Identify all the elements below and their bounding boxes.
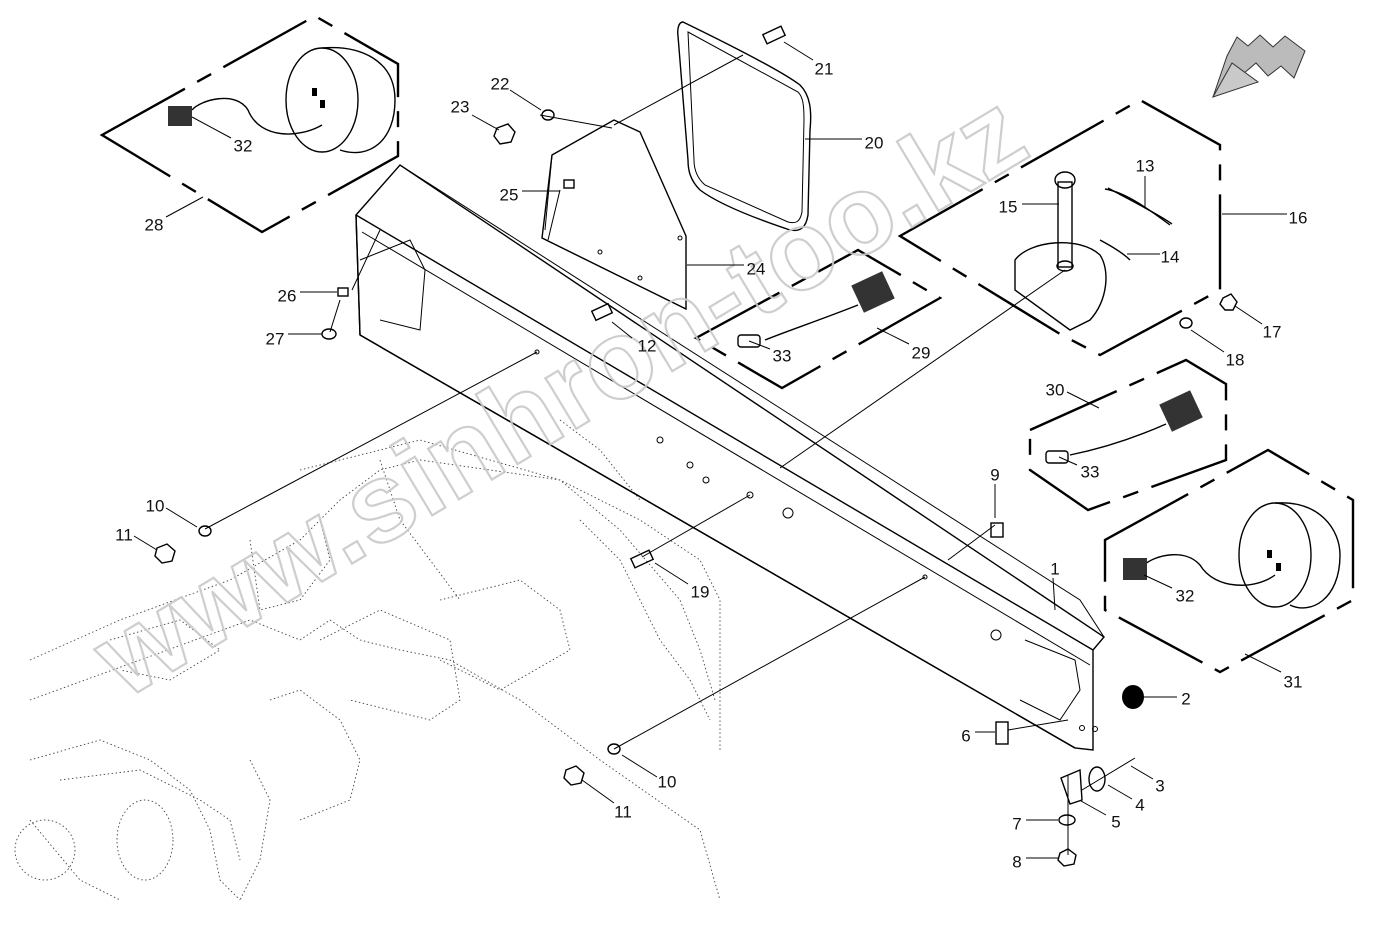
callout-label-c16: 16	[1289, 208, 1308, 227]
callout-label-c15: 15	[999, 197, 1018, 216]
callout-label-c9: 9	[990, 465, 999, 484]
callout-label-c27: 27	[266, 329, 285, 348]
round-lamp-icon	[168, 46, 396, 154]
machine-frame-background	[14, 419, 721, 901]
callout-label-c18: 18	[1226, 350, 1245, 369]
callout-leader-c28	[165, 196, 204, 218]
callout-leader-c11a	[133, 535, 158, 551]
callout-label-c21: 21	[815, 59, 834, 78]
callout-label-c28: 28	[145, 215, 164, 234]
watermark-text: www.sinhron-too.kz	[72, 68, 1046, 721]
callout-leader-c17	[1234, 305, 1263, 325]
side-plate	[541, 119, 687, 311]
callout-leader-c5	[1080, 800, 1107, 816]
callout-leader-c30	[1066, 391, 1100, 409]
marker-lamp-icon	[1045, 390, 1203, 464]
callout-label-c17: 17	[1263, 322, 1282, 341]
callout-label-c31: 31	[1284, 672, 1303, 691]
callout-leader-c12	[611, 321, 633, 339]
callout-label-c26: 26	[278, 286, 297, 305]
callout-label-c13: 13	[1136, 156, 1155, 175]
callout-label-c4: 4	[1135, 795, 1144, 814]
callout-leader-c32b	[1143, 574, 1173, 589]
callout-label-c11a: 11	[115, 525, 133, 544]
callout-label-c8: 8	[1012, 852, 1021, 871]
callout-label-c22: 22	[491, 74, 510, 93]
callout-leader-c32a	[191, 116, 232, 139]
access-cover	[677, 21, 812, 232]
callout-leader-c29	[876, 327, 910, 345]
callout-label-c3: 3	[1155, 776, 1164, 795]
callout-label-c19: 19	[691, 582, 710, 601]
callout-label-c23: 23	[451, 97, 470, 116]
kit-outline-29	[693, 248, 943, 390]
callout-leader-c1	[1052, 577, 1056, 611]
callout-labels: 1234567891010111112131415161718192021222…	[115, 41, 1308, 871]
callout-label-c2: 2	[1181, 689, 1190, 708]
callout-label-c5: 5	[1111, 812, 1120, 831]
kit-outline-31	[1103, 448, 1355, 674]
main-beam	[355, 164, 1106, 751]
callout-leader-c10a	[165, 507, 198, 528]
callout-label-c33a: 33	[773, 346, 792, 365]
callout-label-c33b: 33	[1081, 462, 1100, 481]
callout-label-c14: 14	[1161, 247, 1180, 266]
kit-outline-30	[1028, 358, 1228, 512]
callout-label-c29: 29	[912, 343, 931, 362]
callout-leader-c18	[1190, 329, 1225, 353]
callout-leader-c22	[509, 89, 542, 111]
callout-label-c7: 7	[1012, 814, 1021, 833]
callout-label-c1: 1	[1050, 559, 1059, 578]
callout-leader-c11b	[581, 779, 615, 804]
callout-label-c6: 6	[961, 726, 970, 745]
callout-leader-c21	[783, 41, 814, 61]
callout-leader-c33b	[1058, 456, 1078, 466]
hardware-parts	[154, 25, 1238, 867]
callout-leader-c3	[1130, 765, 1154, 780]
callout-label-c32a: 32	[234, 136, 253, 155]
callout-label-c20: 20	[865, 133, 884, 152]
callout-leader-c31	[1244, 653, 1282, 673]
callout-leader-c10b	[621, 754, 658, 778]
callout-label-c25: 25	[500, 185, 519, 204]
callout-label-c32b: 32	[1176, 586, 1195, 605]
callout-label-c11b: 11	[614, 802, 632, 821]
callout-label-c30: 30	[1046, 380, 1065, 399]
callout-leader-c4	[1107, 784, 1133, 800]
callout-label-c24: 24	[747, 259, 766, 278]
callout-leader-c33a	[748, 340, 771, 350]
direction-arrow-icon	[1211, 34, 1306, 98]
callout-label-c10a: 10	[146, 496, 165, 515]
callout-leader-c19	[654, 562, 689, 585]
kit-outline-28	[99, 14, 400, 234]
guide-lines	[204, 54, 1136, 855]
round-lamp-icon	[1123, 502, 1341, 609]
pin-bracket	[1014, 171, 1173, 331]
callout-label-c12: 12	[638, 336, 657, 355]
callout-label-c10b: 10	[658, 772, 677, 791]
callout-leader-c23	[471, 114, 500, 131]
